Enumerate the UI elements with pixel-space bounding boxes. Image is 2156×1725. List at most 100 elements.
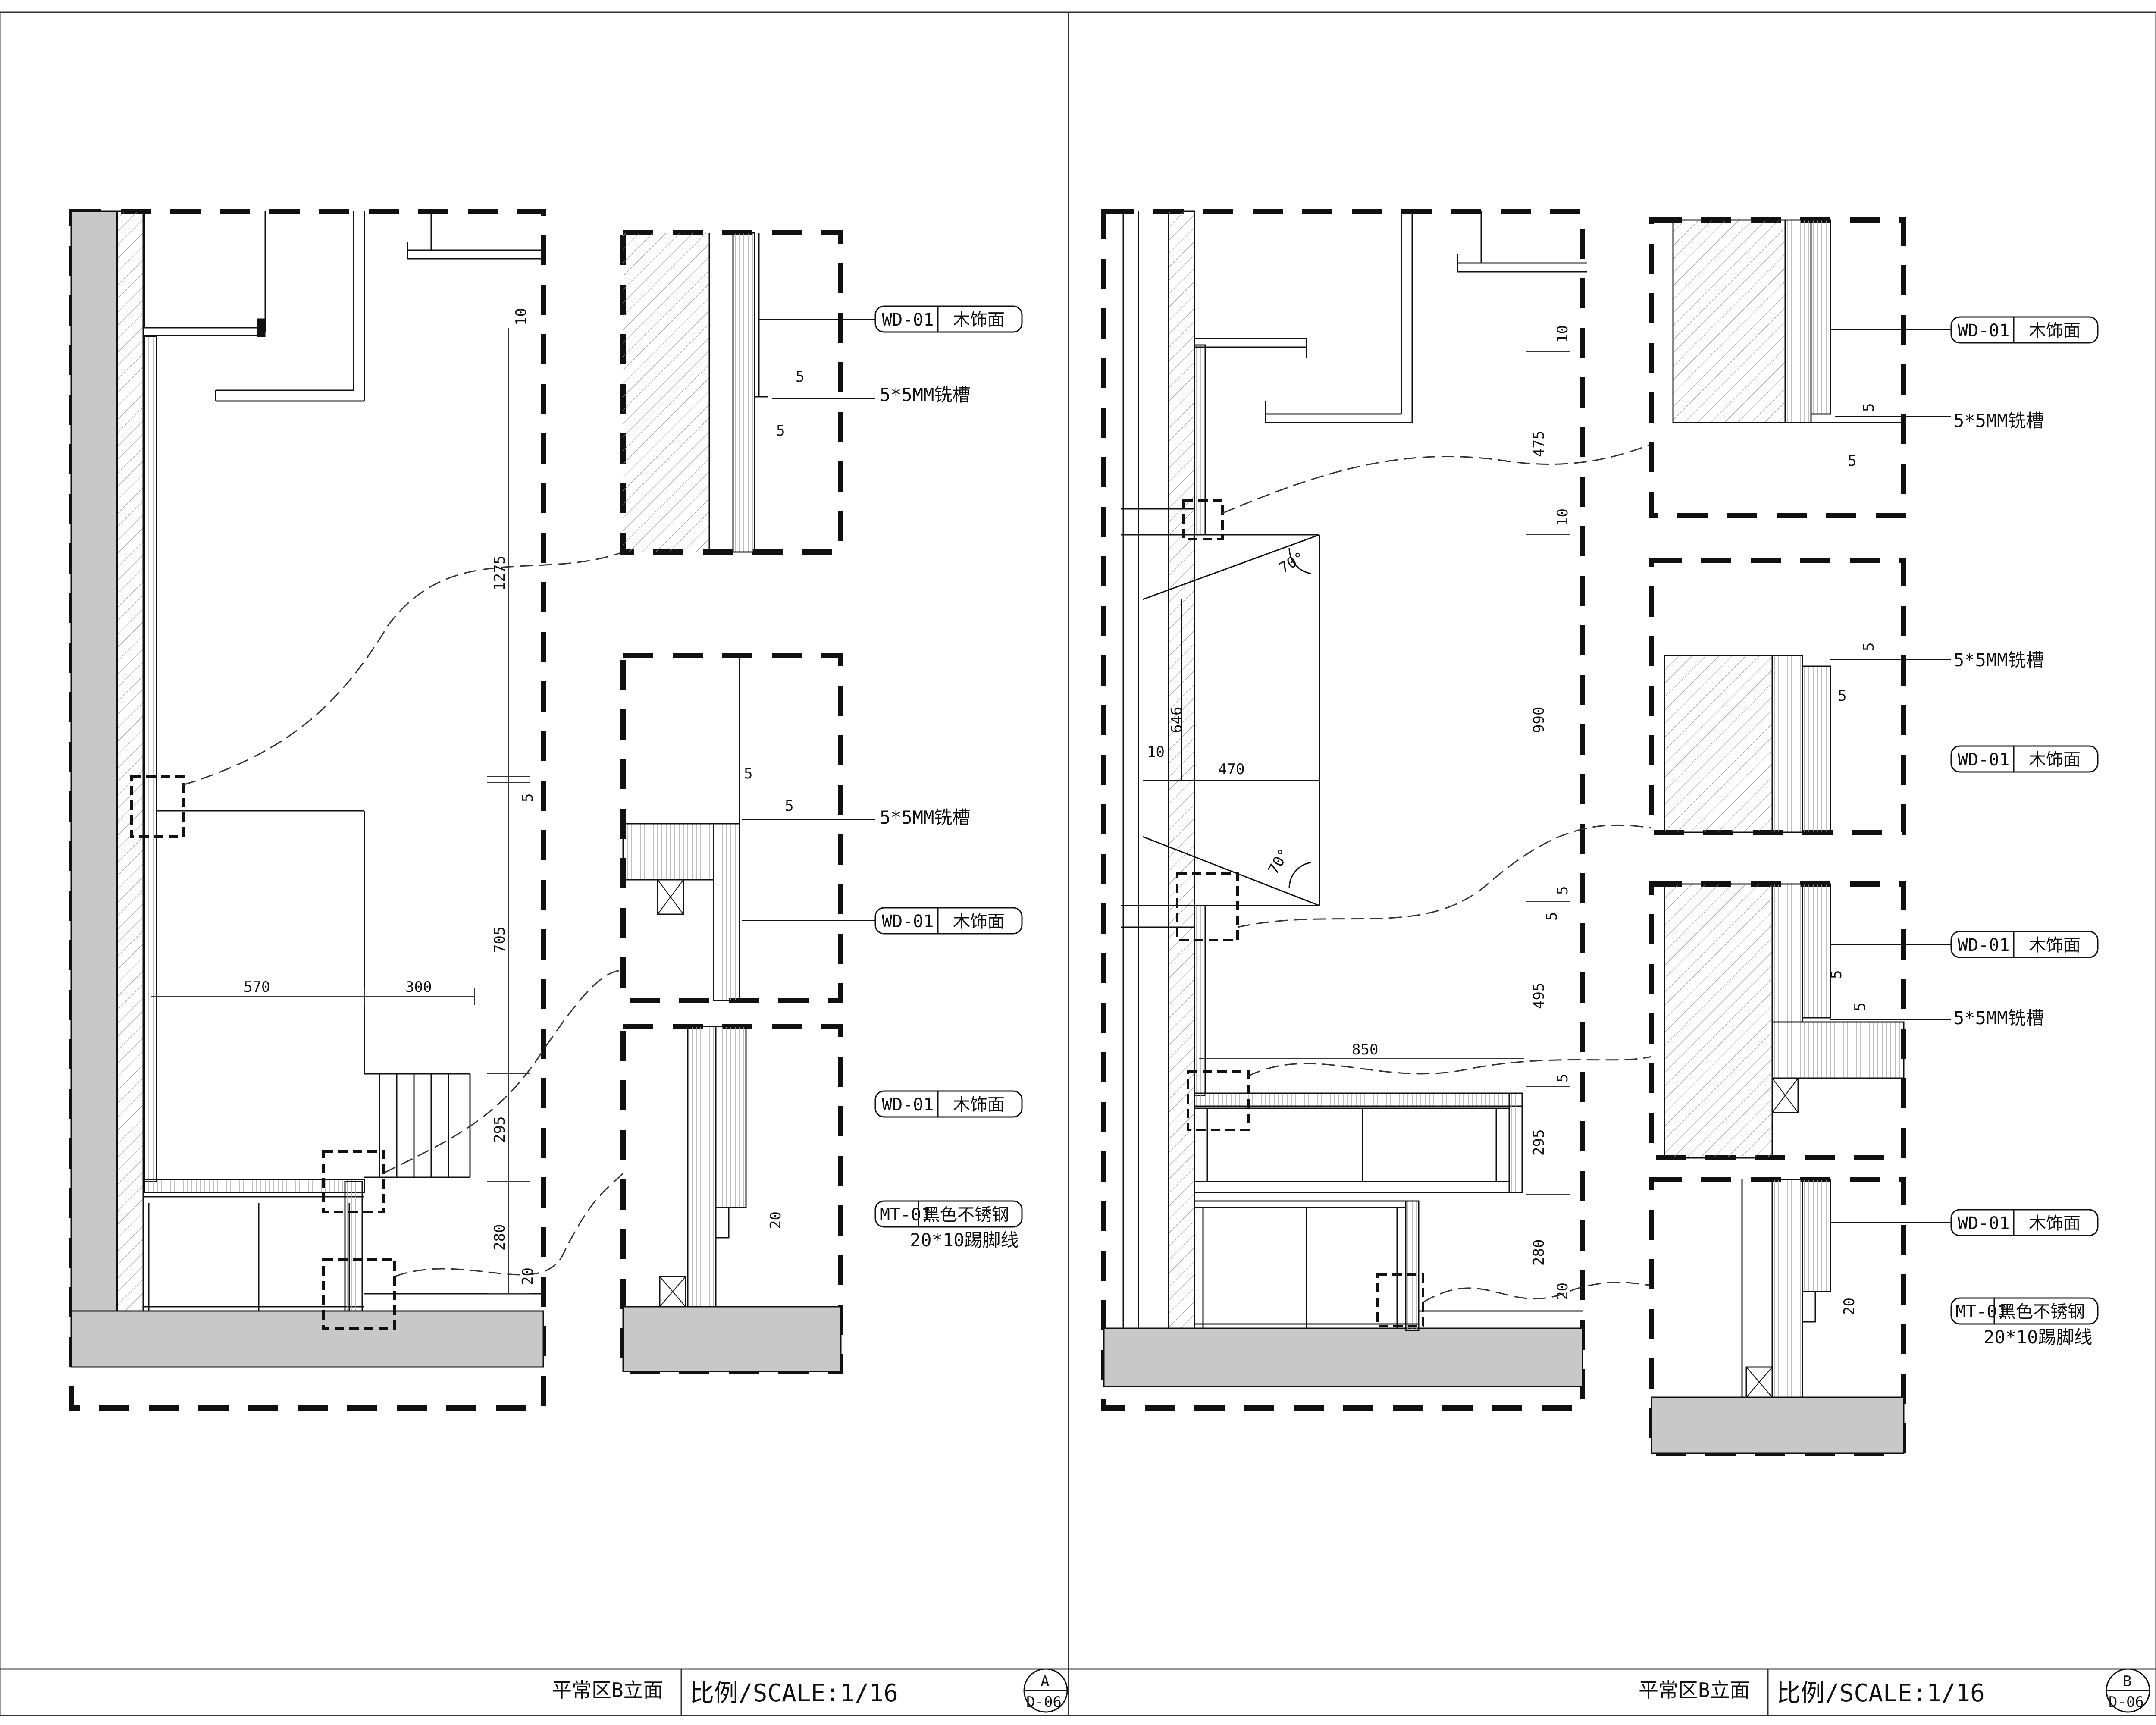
dim-b-h4: 850 [1352, 1041, 1378, 1058]
elevation-b: 70° 70° 646 10 470 [1101, 209, 2150, 1716]
angled-niche-b [1121, 508, 1320, 928]
finish-tag-b1: WD-01 木饰面 [1950, 316, 2099, 344]
finish-name-a1: 木饰面 [953, 310, 1005, 330]
marker-sheet-b: D-06 [2109, 1694, 2144, 1711]
dimension-chain-a [151, 328, 530, 1294]
casework-a [144, 810, 543, 1312]
detail-b1: WD-01 木饰面 5 5 5*5MM铣槽 [1649, 217, 2099, 518]
angle-b-2: 70° [1265, 846, 1293, 877]
detail-frame-main-b [1101, 209, 1585, 1411]
groove-note-a1: 5*5MM铣槽 [880, 384, 970, 405]
finish-name-b4: 木饰面 [2029, 1214, 2081, 1233]
floor-slab-a [70, 1310, 544, 1368]
dim-a-h2: 300 [405, 979, 432, 996]
ceiling-detail-b [1194, 211, 1587, 423]
dim-a-v2: 1275 [491, 555, 508, 591]
finish-code-a3: WD-01 [882, 1095, 934, 1115]
finish-tag-a1: WD-01 木饰面 [874, 305, 1023, 333]
wall-lining-a [116, 210, 144, 1312]
finish-name-b3: 木饰面 [2029, 935, 2081, 955]
scale-a: 比例/SCALE:1/16 [690, 1679, 898, 1707]
finish-tag-a2: WD-01 木饰面 [874, 907, 1023, 935]
groove-dim-a1-1: 5 [796, 368, 804, 386]
sheet-frame [0, 11, 2156, 1716]
title-block-a: 平常区B立面 比例/SCALE:1/16 A D-06 [552, 1668, 1068, 1716]
finish-code-b3: WD-01 [1958, 935, 2009, 955]
marker-letter-a: A [1040, 1673, 1049, 1690]
detail-b2: 5 5 5*5MM铣槽 WD-01 木饰面 [1649, 558, 2099, 835]
leader-curves-a [183, 551, 624, 1277]
groove-dim-b2-2: 5 [1838, 687, 1846, 705]
elevation-a: 10 1275 5 705 295 280 20 570 300 5 5 [69, 209, 1068, 1716]
metal-tag-a3: MT-01 黑色不锈钢 [874, 1200, 1023, 1228]
finish-code-a1: WD-01 [882, 310, 934, 330]
callout-box-a1 [130, 775, 185, 838]
kick-dim-b4: 20 [1841, 1298, 1858, 1315]
finish-name-a3: 木饰面 [953, 1095, 1005, 1115]
metal-code-b4: MT-01 [1955, 1302, 2007, 1322]
metal-name-a3: 黑色不锈钢 [923, 1205, 1009, 1225]
dim-b-v2: 475 [1530, 431, 1548, 457]
dim-b-v6: 5 [1543, 912, 1561, 921]
wall-b [1122, 211, 1139, 1328]
callout-box-b3 [1187, 1070, 1250, 1131]
dim-a-v5: 295 [491, 1117, 508, 1143]
groove-dim-a2-2: 5 [785, 797, 793, 815]
angle-b-1: 70° [1276, 549, 1308, 577]
finish-code-b1: WD-01 [1958, 321, 2009, 341]
finish-tag-b4: WD-01 木饰面 [1950, 1209, 2099, 1236]
finish-tag-b2: WD-01 木饰面 [1950, 745, 2099, 773]
dim-b-v7: 495 [1530, 983, 1548, 1009]
dim-b-h1: 646 [1168, 707, 1185, 733]
title-b: 平常区B立面 [1639, 1678, 1750, 1702]
kick-dim-a3: 20 [767, 1211, 784, 1229]
scale-b: 比例/SCALE:1/16 [1777, 1679, 1985, 1707]
finish-name-a2: 木饰面 [953, 912, 1005, 932]
groove-note-a2: 5*5MM铣槽 [880, 807, 970, 828]
wood-panel-b-upper [1194, 344, 1206, 536]
dim-b-v3: 10 [1554, 508, 1571, 526]
wood-panel-b-lower [1194, 905, 1206, 1096]
leader-curves-b [1222, 443, 1652, 1303]
groove-dim-b3-2: 5 [1852, 1003, 1869, 1011]
section-hatch-a1 [623, 233, 709, 552]
callout-box-b4 [1376, 1273, 1424, 1327]
groove-dim-b1-2: 5 [1848, 452, 1856, 470]
title-block-b: 平常区B立面 比例/SCALE:1/16 B D-06 [1639, 1668, 2150, 1716]
groove-dim-b2-1: 5 [1860, 643, 1877, 651]
dim-a-v4: 705 [491, 927, 508, 953]
dim-a-v7: 20 [519, 1267, 536, 1285]
callout-box-a3 [322, 1258, 396, 1330]
metal-name-b4: 黑色不锈钢 [1999, 1302, 2085, 1322]
wood-panel-a [144, 336, 157, 1182]
detail-b4: 20 WD-01 木饰面 MT-01 黑色不锈钢 20*10踢脚线 [1649, 1177, 2099, 1456]
dim-a-v3: 5 [519, 794, 536, 802]
dim-b-v5: 5 [1554, 886, 1571, 895]
dim-a-h1: 570 [244, 979, 270, 996]
finish-tag-a3: WD-01 木饰面 [874, 1090, 1023, 1118]
detail-b3: WD-01 木饰面 5 5 5*5MM铣槽 [1649, 881, 2099, 1160]
detail-a1: 5 5 WD-01 木饰面 5*5MM铣槽 [620, 230, 1023, 555]
dim-b-v4: 990 [1530, 707, 1548, 733]
dim-b-v8: 5 [1554, 1074, 1571, 1082]
casework-b [1194, 1092, 1583, 1331]
finish-code-b2: WD-01 [1958, 750, 2009, 770]
dim-b-h2: 10 [1147, 743, 1165, 761]
callout-box-b1 [1182, 499, 1224, 540]
ceiling-detail-a [144, 211, 543, 402]
kick-note-b4: 20*10踢脚线 [1984, 1327, 2092, 1348]
groove-dim-b1-1: 5 [1860, 403, 1877, 412]
finish-tag-b3: WD-01 木饰面 [1950, 931, 2099, 958]
groove-dim-a1-2: 5 [776, 422, 785, 439]
metal-tag-b4: MT-01 黑色不锈钢 [1950, 1297, 2099, 1325]
dim-b-v1: 10 [1554, 325, 1571, 343]
finish-name-b2: 木饰面 [2029, 750, 2081, 770]
title-a: 平常区B立面 [552, 1678, 663, 1702]
wall-a [70, 210, 117, 1316]
groove-dim-b3-1: 5 [1828, 970, 1845, 979]
groove-note-b1: 5*5MM铣槽 [1953, 410, 2044, 431]
marker-letter-b: B [2123, 1673, 2131, 1690]
detail-a3: 20 WD-01 木饰面 MT-01 黑色不锈钢 20*10踢脚线 [620, 1024, 1023, 1374]
dimension-chain-b [1199, 347, 1570, 1311]
